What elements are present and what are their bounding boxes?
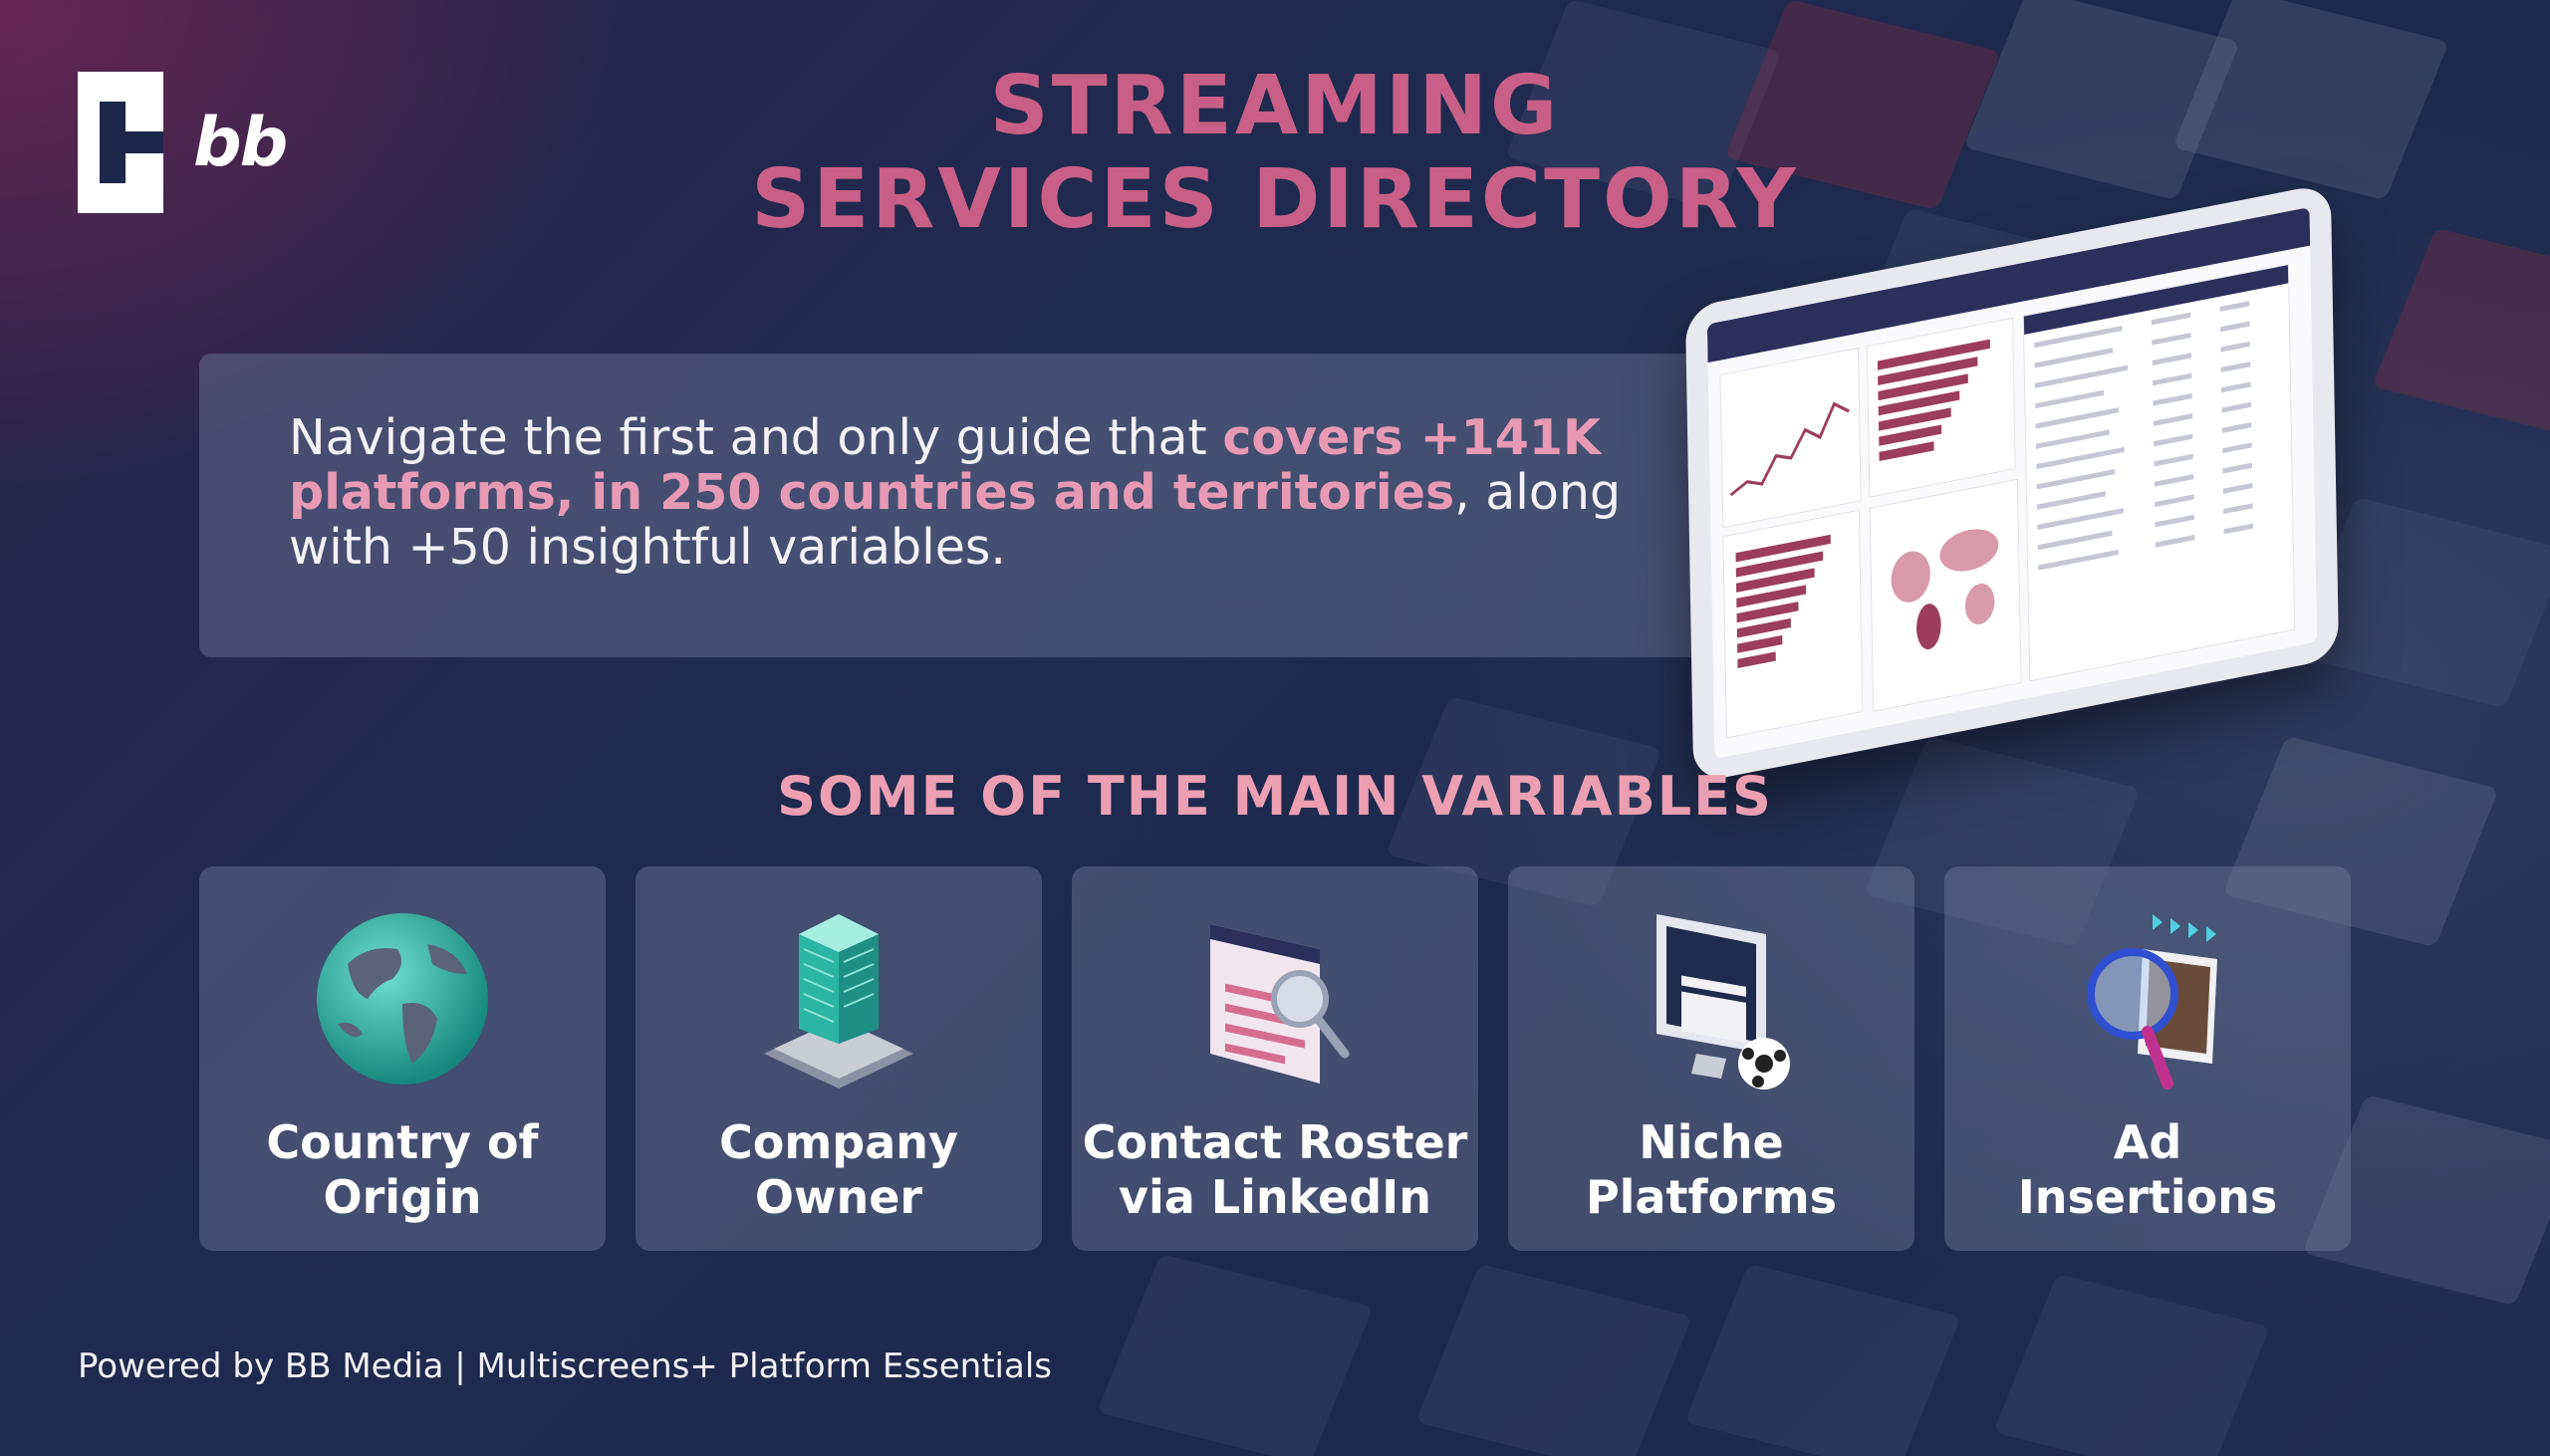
variable-card-label: Contact Roster via LinkedIn <box>1072 1115 1478 1225</box>
intro-highlight: covers +141K platforms, in 250 countries… <box>289 409 1601 521</box>
dashboard-stacked-bars <box>1722 509 1864 739</box>
label-line2: via LinkedIn <box>1119 1170 1431 1224</box>
bb-logo-mark <box>78 72 163 213</box>
variable-card-company-owner[interactable]: Company Owner <box>636 866 1042 1251</box>
tablet-dashboard-image <box>1684 182 2340 784</box>
label-line1: Country of <box>266 1115 539 1169</box>
label-line1: Company <box>719 1115 958 1169</box>
label-line1: Niche <box>1639 1115 1784 1169</box>
bg-tile <box>1415 1263 1692 1456</box>
label-line2: Origin <box>323 1170 482 1224</box>
bg-tile <box>1993 1273 2270 1456</box>
bb-logo-text: bb <box>193 103 288 182</box>
label-line2: Owner <box>754 1170 923 1224</box>
dashboard-line-chart <box>1719 347 1862 529</box>
building-icon <box>744 904 933 1093</box>
profile-search-icon <box>1180 904 1370 1093</box>
page-title-line2: SERVICES DIRECTORY <box>751 152 1799 247</box>
video-magnifier-icon <box>2053 904 2242 1093</box>
variable-card-contact-roster[interactable]: Contact Roster via LinkedIn <box>1072 866 1478 1251</box>
dashboard-table <box>2022 263 2296 682</box>
footer-text: Powered by BB Media | Multiscreens+ Plat… <box>78 1346 1052 1386</box>
label-line2: Platforms <box>1585 1170 1838 1224</box>
label-line1: Contact Roster <box>1082 1115 1468 1169</box>
bg-tile <box>1097 1253 1374 1456</box>
bg-tile <box>1684 1263 1961 1456</box>
label-line2: Insertions <box>2017 1170 2278 1224</box>
variable-card-country-of-origin[interactable]: Country of Origin <box>199 866 606 1251</box>
intro-text-part2: , along with +50 insightful variables. <box>289 464 1622 576</box>
variable-card-label: Ad Insertions <box>1944 1115 2351 1225</box>
bg-tile <box>2172 0 2449 201</box>
dashboard-bar-chart <box>1866 317 2016 498</box>
intro-panel <box>199 354 1843 657</box>
intro-text: Navigate the first and only guide that c… <box>289 410 1663 575</box>
bg-tile <box>2372 227 2550 440</box>
bb-logo: bb <box>78 72 288 213</box>
variable-card-label: Country of Origin <box>199 1115 606 1225</box>
variable-card-niche-platforms[interactable]: Niche Platforms <box>1508 866 1914 1251</box>
page-title-line1: STREAMING <box>989 59 1561 153</box>
variables-heading: SOME OF THE MAIN VARIABLES <box>777 765 1773 828</box>
variable-card-label: Company Owner <box>636 1115 1042 1225</box>
label-line1: Ad <box>2113 1115 2182 1169</box>
variable-card-ad-insertions[interactable]: Ad Insertions <box>1944 866 2351 1251</box>
variables-card-row: Country of Origin Company Owner <box>199 866 2351 1251</box>
globe-icon <box>308 904 497 1093</box>
intro-text-part1: Navigate the first and only guide that <box>289 409 1223 466</box>
dashboard-world-map <box>1869 478 2022 712</box>
monitor-clapper-icon <box>1617 904 1806 1093</box>
variable-card-label: Niche Platforms <box>1508 1115 1914 1225</box>
page-title: STREAMING SERVICES DIRECTORY <box>638 60 1912 247</box>
tablet-screen <box>1706 206 2318 760</box>
